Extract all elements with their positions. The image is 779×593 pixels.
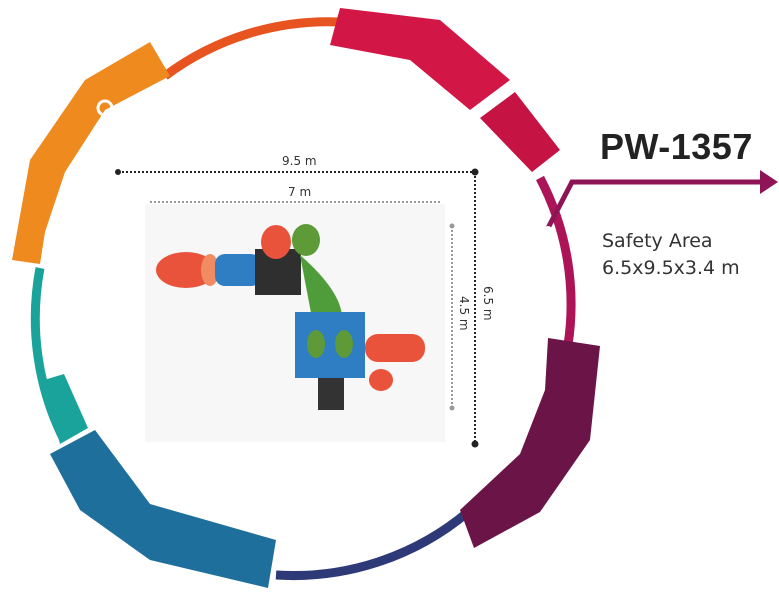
- dim-outer-width-label: 9.5 m: [282, 154, 317, 168]
- dim-outer-depth-label: 6.5 m: [481, 286, 495, 321]
- band-teal-lower: [44, 374, 88, 444]
- safety-area-value: 6.5x9.5x3.4 m: [602, 257, 740, 279]
- band-orange: [12, 42, 170, 264]
- band-crimson-2: [480, 92, 560, 172]
- band-crimson: [330, 8, 510, 110]
- band-teal-blue: [50, 430, 276, 588]
- band-plum: [460, 338, 600, 548]
- ring-segment-right: [536, 175, 576, 346]
- ring-segment-top-left: [162, 17, 341, 80]
- thick-ring: [12, 8, 600, 588]
- thin-ring: [30, 17, 576, 581]
- ring-segment-bottom: [275, 508, 471, 581]
- dim-inner-depth-label: 4.5 m: [457, 296, 471, 331]
- dim-inner-width-label: 7 m: [288, 185, 311, 199]
- dimension-lines: [115, 168, 479, 448]
- arrow-right-icon: [544, 170, 778, 234]
- ring-handle-icon: [96, 99, 125, 124]
- model-title: PW-1357: [600, 126, 753, 167]
- safety-area-label: Safety Area: [602, 230, 713, 252]
- playground-model-icon: [145, 204, 445, 442]
